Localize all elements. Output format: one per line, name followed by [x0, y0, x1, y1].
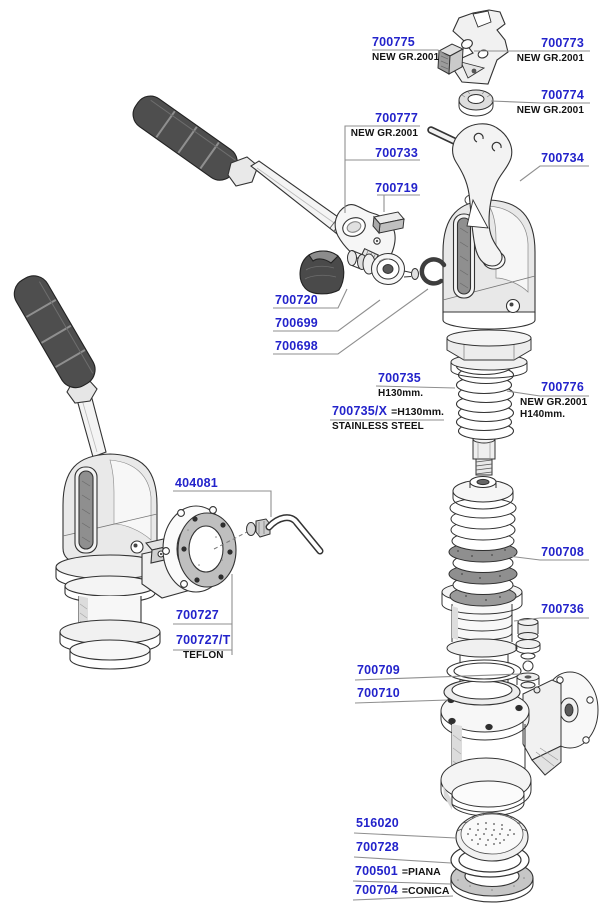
part-number: 700776 [541, 380, 584, 394]
part-suffix: =PIANA [401, 866, 441, 878]
part-hex-collar [446, 329, 532, 379]
part-label-700728: 700728 [356, 840, 399, 854]
part-label-700776: 700776 NEW GR.2001 H140mm. [520, 380, 588, 420]
part-number: 700727 [176, 608, 219, 622]
part-number: 700501 [355, 864, 398, 878]
part-piston-stack-700708 [448, 476, 518, 607]
part-number: 700735/X [332, 404, 388, 418]
part-label-700773: 700773 NEW GR.2001 [516, 36, 584, 65]
part-sub: NEW GR.2001 [372, 52, 440, 64]
part-key-700719 [372, 211, 405, 235]
part-label-700734: 700734 [541, 151, 584, 165]
part-sub: STAINLESS STEEL [332, 421, 424, 433]
part-number: 700775 [372, 35, 415, 49]
part-label-404081: 404081 [175, 476, 218, 490]
part-sub: NEW GR.2001 [516, 53, 584, 65]
part-sub: TEFLON [183, 650, 224, 662]
part-number: 700736 [541, 602, 584, 616]
part-label-700775: 700775 NEW GR.2001 [372, 35, 440, 64]
part-number: 700735 [378, 371, 421, 385]
part-number: 700708 [541, 545, 584, 559]
part-number: 700734 [541, 151, 584, 165]
part-ring-700709 [446, 659, 522, 683]
part-number: 700698 [275, 339, 318, 353]
part-label-700501: 700501 =PIANA [355, 864, 441, 878]
part-screen-516020 [455, 812, 529, 862]
part-label-700733: 700733 [375, 146, 418, 160]
part-ring-700710 [443, 678, 521, 706]
part-sub: NEW GR.2001 [350, 128, 418, 140]
part-number: 700733 [375, 146, 418, 160]
part-label-700736: 700736 [541, 602, 584, 616]
part-cam-700720 [299, 250, 345, 295]
part-number: 700773 [541, 36, 584, 50]
part-number: 700720 [275, 293, 318, 307]
part-label-700727T: 700727/T TEFLON [176, 633, 231, 662]
part-suffix: =CONICA [401, 885, 450, 897]
part-sub: H130mm. [378, 388, 424, 400]
part-lever-arm-700734 [427, 123, 513, 270]
part-pipe-404081 [213, 514, 324, 555]
part-fork-700773 [452, 9, 509, 85]
part-label-700709: 700709 [357, 663, 400, 677]
part-number: 700777 [375, 111, 418, 125]
part-label-700720: 700720 [275, 293, 318, 307]
part-sub: NEW GR.2001 [516, 105, 584, 117]
part-label-700727: 700727 [176, 608, 219, 622]
part-number: 700774 [541, 88, 584, 102]
part-washer-700774 [458, 89, 494, 117]
part-label-700699: 700699 [275, 316, 318, 330]
part-number: 700699 [275, 316, 318, 330]
part-circlip-700698 [419, 257, 447, 286]
part-label-700698: 700698 [275, 339, 318, 353]
part-label-700774: 700774 NEW GR.2001 [516, 88, 584, 117]
part-label-700735X: 700735/X =H130mm. STAINLESS STEEL [332, 404, 444, 433]
part-number: 700710 [357, 686, 400, 700]
part-valve-stack [515, 618, 541, 689]
part-label-700777: 700777 NEW GR.2001 [350, 111, 418, 140]
part-number: 700709 [357, 663, 400, 677]
part-number: 516020 [356, 816, 399, 830]
part-gasket-700727 [177, 512, 237, 588]
part-number: 700704 [355, 883, 398, 897]
part-label-700719: 700719 [375, 181, 418, 195]
part-sub: H140mm. [520, 408, 566, 420]
part-label-700710: 700710 [357, 686, 400, 700]
leader-lines [173, 49, 590, 901]
part-piston-rod [472, 434, 496, 476]
part-number: 700719 [375, 181, 418, 195]
part-dome-cap [442, 199, 536, 330]
part-label-700708: 700708 [541, 545, 584, 559]
part-label-516020: 516020 [356, 816, 399, 830]
part-number: 700728 [356, 840, 399, 854]
part-suffix: =H130mm. [391, 406, 444, 418]
part-number: 700727/T [176, 633, 231, 647]
part-sub: NEW GR.2001 [520, 397, 588, 409]
part-label-700704: 700704 =CONICA [355, 883, 450, 897]
part-lever-handle [132, 95, 353, 239]
part-label-700735: 700735 H130mm. [378, 371, 424, 400]
part-number: 404081 [175, 476, 218, 490]
part-bearing-700699 [347, 250, 419, 285]
